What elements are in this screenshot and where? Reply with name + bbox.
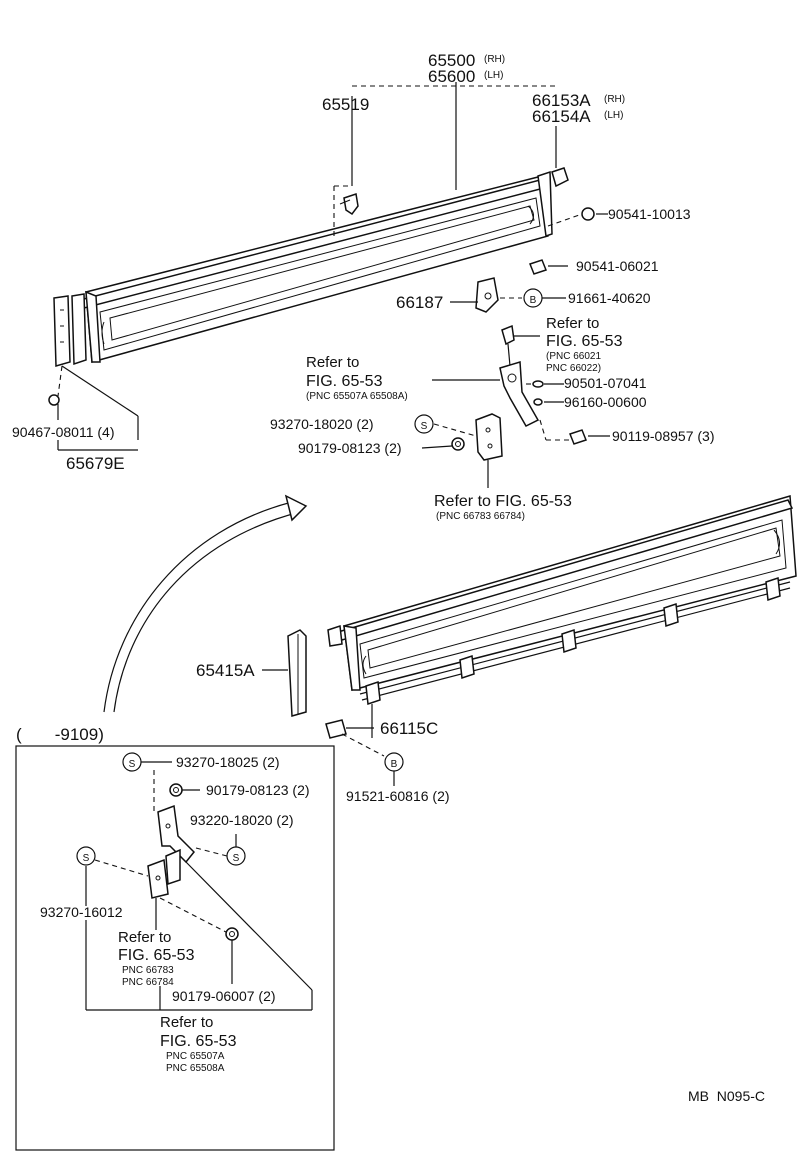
s-mark-upper: S — [421, 421, 428, 432]
inset-range-label: ( -9109) — [16, 725, 104, 744]
refer-a-line2: FIG. 65-53 — [546, 333, 623, 350]
label-66187: 66187 — [396, 293, 443, 312]
label-90541-10013: 90541-10013 — [608, 206, 691, 222]
s-mark-inset-right: S — [233, 853, 240, 864]
refer-b-line2: FIG. 65-53 — [306, 373, 383, 390]
refer-e-line1: Refer to — [160, 1014, 213, 1031]
refer-e-line4: PNC 65508A — [166, 1063, 225, 1074]
upper-side-panel — [78, 170, 553, 363]
upper-leaders — [57, 82, 608, 451]
direction-arrow — [103, 494, 308, 713]
s-mark-inset-top: S — [129, 759, 136, 770]
label-65500-side: (RH) — [484, 54, 505, 65]
b-mark-upper: B — [530, 295, 537, 306]
refer-a-line3: (PNC 66021 — [546, 351, 601, 362]
label-91661-40620: 91661-40620 — [568, 290, 651, 306]
refer-b-line1: Refer to — [306, 354, 359, 371]
label-65415a: 65415A — [196, 661, 255, 680]
inset-parts: S S S — [76, 752, 313, 1011]
label-66153a: 66153A — [532, 91, 591, 110]
refer-d-line4: PNC 66784 — [122, 977, 174, 988]
bracket-65679e — [53, 293, 87, 367]
refer-d-line1: Refer to — [118, 929, 171, 946]
label-65500: 65500 — [428, 51, 475, 70]
label-66154a-side: (LH) — [604, 110, 623, 121]
label-93270-18020: 93270-18020 (2) — [270, 416, 374, 432]
refer-c-line2: (PNC 66783 66784) — [436, 511, 525, 522]
nut-90541-10013 — [581, 207, 595, 221]
s-mark-inset-left: S — [83, 853, 90, 864]
symbol-b-upper: B — [523, 288, 566, 308]
label-65600-side: (LH) — [484, 70, 503, 81]
lower-side-panel — [327, 495, 797, 701]
label-65679e: 65679E — [66, 454, 125, 473]
refer-e-line3: PNC 65507A — [166, 1051, 225, 1062]
label-65519: 65519 — [322, 95, 369, 114]
label-90467-08011: 90467-08011 (4) — [12, 424, 114, 440]
refer-b-line3: (PNC 65507A 65508A) — [306, 391, 408, 402]
label-90119-08957: 90119-08957 (3) — [612, 428, 714, 444]
label-inset-90179-08123: 90179-08123 (2) — [206, 782, 310, 798]
label-90541-06021: 90541-06021 — [576, 258, 659, 274]
label-inset-93270-18025: 93270-18025 (2) — [176, 754, 280, 770]
refer-e-line2: FIG. 65-53 — [160, 1033, 237, 1050]
refer-d-line2: FIG. 65-53 — [118, 947, 195, 964]
lower-hinge-tabs — [365, 576, 781, 706]
refer-d-line3: PNC 66783 — [122, 965, 174, 976]
clip-65519 — [339, 193, 359, 216]
hinge-assembly — [421, 259, 610, 488]
cap-66153a — [551, 167, 569, 188]
bracket-66115c — [325, 704, 385, 757]
footer-code: MB N095-C — [688, 1088, 765, 1104]
symbol-s-upper: S — [414, 414, 434, 434]
inset-box — [15, 745, 335, 1151]
b-mark-lower: B — [391, 759, 398, 770]
label-66115c: 66115C — [380, 719, 438, 738]
refer-c-line1: Refer to FIG. 65-53 — [434, 493, 572, 510]
label-inset-93220-18020: 93220-18020 (2) — [190, 812, 294, 828]
label-91521-60816: 91521-60816 (2) — [346, 788, 450, 804]
label-96160-00600: 96160-00600 — [564, 394, 647, 410]
post-65415a — [262, 629, 307, 717]
label-66153a-side: (RH) — [604, 94, 625, 105]
label-66154a: 66154A — [532, 107, 591, 126]
label-90179-08123: 90179-08123 (2) — [298, 440, 402, 456]
label-inset-90179-06007: 90179-06007 (2) — [172, 988, 276, 1004]
label-90501-07041: 90501-07041 — [564, 375, 647, 391]
bolt-90467 — [48, 394, 60, 406]
refer-a-line4: PNC 66022) — [546, 363, 601, 374]
symbol-b-lower: B — [384, 752, 404, 786]
refer-a-line1: Refer to — [546, 315, 599, 332]
label-65600: 65600 — [428, 67, 475, 86]
label-inset-93270-16012: 93270-16012 — [40, 904, 123, 920]
